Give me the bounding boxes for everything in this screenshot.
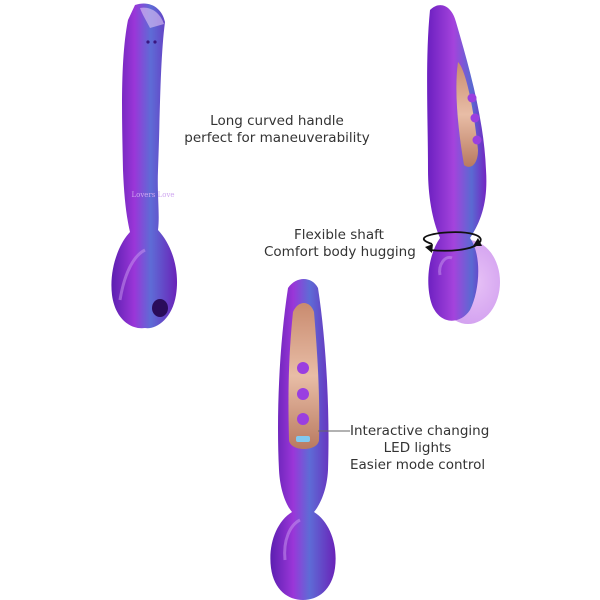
device-flex-view <box>423 5 500 324</box>
control-button <box>467 93 477 103</box>
led-indicator <box>296 436 310 442</box>
device-side-view: Lovers Love <box>111 3 178 329</box>
caption-handle-line1: Long curved handle <box>210 113 344 129</box>
caption-led-line1: Interactive changing <box>350 423 490 439</box>
control-button <box>297 388 309 400</box>
caption-led: Interactive changing LED lights Easier m… <box>350 423 490 474</box>
caption-handle: Long curved handle perfect for maneuvera… <box>172 113 382 147</box>
caption-shaft-line2: Comfort body hugging <box>264 244 416 260</box>
brand-logo: Lovers Love <box>131 191 174 199</box>
curved-rotation-arrow-icon <box>423 231 482 253</box>
control-panel-front <box>288 303 320 449</box>
caption-led-line3: Easier mode control <box>350 457 486 473</box>
caption-led-line2: LED lights <box>383 440 452 456</box>
control-button <box>297 413 309 425</box>
device-front-view <box>270 279 336 600</box>
control-button <box>472 135 482 145</box>
caption-shaft: Flexible shaft Comfort body hugging <box>264 227 416 261</box>
suction-port <box>152 299 168 317</box>
caption-handle-line2: perfect for maneuverability <box>184 130 370 146</box>
caption-shaft-line1: Flexible shaft <box>294 227 384 243</box>
control-button <box>297 362 309 374</box>
control-button <box>470 113 480 123</box>
